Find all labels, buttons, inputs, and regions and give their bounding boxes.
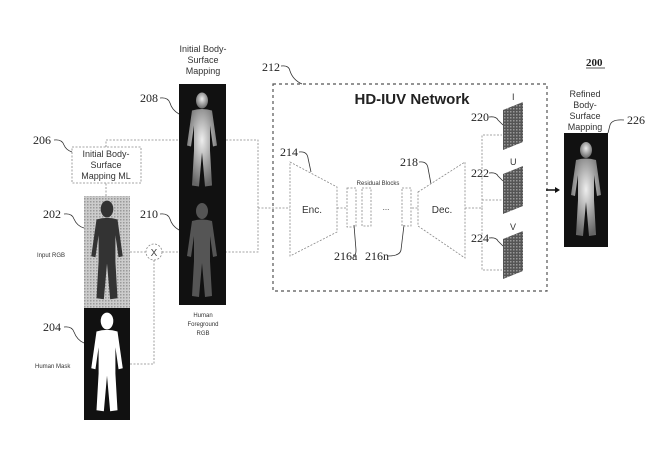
output-v: V — [503, 222, 523, 279]
refined-mapping-image — [564, 133, 608, 247]
svg-text:226: 226 — [627, 113, 645, 127]
initial-mapping-image — [179, 84, 226, 197]
output-arrowhead — [555, 187, 560, 193]
figure-number: 200 — [586, 57, 605, 69]
decoder-block: Dec. — [417, 161, 466, 259]
svg-text:216n: 216n — [365, 249, 389, 263]
ml-box: Initial Body- Surface Mapping ML — [71, 146, 142, 184]
foreground-label: Human Foreground RGB — [187, 313, 218, 337]
svg-text:I: I — [512, 92, 515, 102]
svg-text:214: 214 — [280, 145, 298, 159]
input-rgb-label: Input RGB — [37, 253, 65, 259]
svg-text:222: 222 — [471, 166, 489, 180]
multiply-node: X — [145, 243, 163, 261]
svg-text:Dec.: Dec. — [432, 205, 453, 216]
svg-text:Body-: Body- — [573, 100, 597, 110]
hd-iuv-network: HD-IUV Network Enc. Residual Blocks ... … — [272, 83, 548, 292]
output-u: U — [503, 157, 523, 214]
foreground-rgb-image — [179, 197, 226, 305]
svg-text:224: 224 — [471, 231, 489, 245]
svg-text:216a: 216a — [334, 249, 358, 263]
svg-text:Surface: Surface — [569, 111, 600, 121]
svg-text:Mapping: Mapping — [186, 66, 221, 76]
svg-text:Mapping: Mapping — [568, 122, 603, 132]
svg-text:Surface: Surface — [90, 160, 121, 170]
svg-text:200: 200 — [586, 57, 603, 69]
svg-text:RGB: RGB — [196, 331, 209, 337]
svg-text:204: 204 — [43, 320, 61, 334]
residual-block-n — [401, 187, 412, 227]
svg-text:210: 210 — [140, 207, 158, 221]
output-i: I — [503, 92, 523, 150]
svg-text:Initial Body-: Initial Body- — [179, 44, 226, 54]
svg-text:X: X — [151, 248, 158, 259]
ellipsis: ... — [383, 203, 390, 212]
svg-text:Foreground: Foreground — [187, 322, 218, 328]
connectors — [105, 134, 502, 365]
residual-block-a — [346, 187, 357, 228]
svg-text:Refined: Refined — [569, 89, 600, 99]
svg-text:HD-IUV Network: HD-IUV Network — [354, 91, 470, 108]
svg-text:208: 208 — [140, 91, 158, 105]
svg-text:V: V — [510, 222, 516, 232]
svg-text:Mapping ML: Mapping ML — [81, 171, 131, 181]
human-mask-label: Human Mask — [35, 364, 71, 370]
initial-mapping-label: Initial Body- Surface Mapping — [179, 44, 226, 76]
refined-label: Refined Body- Surface Mapping — [568, 89, 603, 132]
reference-numerals: 206 202 204 208 210 212 214 218 216a 216… — [33, 60, 645, 344]
svg-text:206: 206 — [33, 133, 51, 147]
svg-text:Human: Human — [193, 313, 212, 319]
svg-text:220: 220 — [471, 110, 489, 124]
encoder-block: Enc. — [289, 161, 338, 257]
residual-blocks-label: Residual Blocks — [357, 181, 400, 187]
svg-text:Enc.: Enc. — [302, 205, 322, 216]
svg-text:Initial Body-: Initial Body- — [82, 149, 129, 159]
svg-text:Surface: Surface — [187, 55, 218, 65]
svg-text:218: 218 — [400, 155, 418, 169]
svg-text:202: 202 — [43, 207, 61, 221]
human-mask-image — [84, 308, 130, 420]
svg-text:212: 212 — [262, 60, 280, 74]
svg-text:U: U — [510, 157, 517, 167]
input-rgb-image — [84, 196, 130, 308]
residual-block-b — [361, 187, 372, 227]
